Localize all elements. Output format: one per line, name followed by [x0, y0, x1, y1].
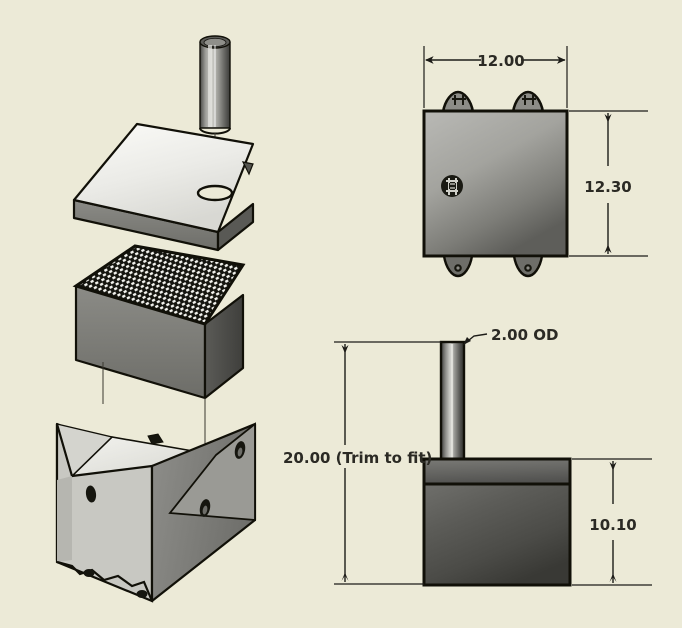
- mounting-slot: [85, 485, 97, 503]
- component-lid: [72, 122, 255, 252]
- lid-top-face: [72, 122, 255, 234]
- enclosure-foot: [83, 569, 95, 577]
- exploded-isometric-view: [55, 35, 257, 603]
- enclosure-rim-notch: [147, 433, 164, 445]
- dimension-width: 12.00: [423, 46, 568, 108]
- side-body-cap: [422, 457, 572, 486]
- dimension-tube-length-label: 20.00 (Trim to fit): [283, 449, 432, 467]
- badge-logo: [441, 175, 463, 197]
- dimension-tube-length: 20.00 (Trim to fit): [283, 341, 441, 585]
- component-filter: [72, 244, 246, 400]
- side-body: [422, 482, 572, 587]
- dimension-tube-od: 2.00 OD: [462, 326, 558, 346]
- front-orthographic-view: 12.00 12.30: [422, 46, 648, 278]
- dimension-tube-od-label: 2.00 OD: [491, 326, 558, 344]
- dimension-width-label: 12.00: [477, 52, 524, 70]
- lid-vent-hole: [196, 184, 234, 202]
- dimension-height-label: 12.30: [584, 178, 631, 196]
- component-enclosure: [55, 422, 257, 603]
- dimension-body-height-label: 10.10: [589, 516, 636, 534]
- enclosure-bottom-profile: [56, 560, 154, 602]
- component-tube: [199, 35, 231, 135]
- dimension-height: 12.30: [569, 110, 648, 257]
- dimension-body-height: 10.10: [572, 458, 652, 586]
- front-top-tabs: [441, 90, 545, 114]
- side-orthographic-view: 2.00 OD 20.00 (Trim to fit) 10.10: [283, 326, 652, 587]
- front-bottom-tabs: [442, 254, 544, 278]
- enclosure-foot: [136, 590, 148, 598]
